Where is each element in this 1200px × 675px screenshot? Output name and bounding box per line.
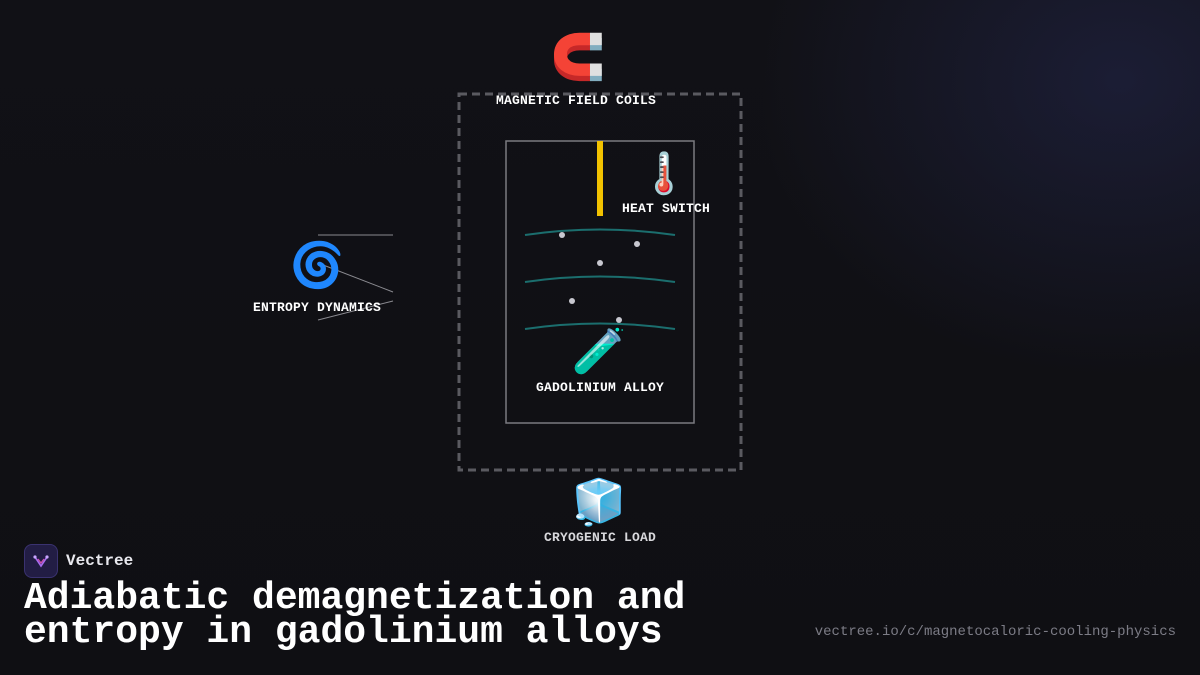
- heat-switch-label: HEAT SWITCH: [621, 201, 711, 216]
- brand-name: Vectree: [66, 552, 134, 570]
- alloy-label: GADOLINIUM ALLOY: [535, 380, 665, 395]
- brand: Vectree: [24, 544, 133, 578]
- magnet-label: MAGNETIC FIELD COILS: [495, 93, 657, 108]
- test-tube-icon: 🧪: [571, 326, 627, 377]
- cyclone-icon: 🌀: [289, 240, 345, 291]
- entropy-connector: [317, 262, 394, 293]
- heat-switch-bar: [597, 141, 603, 216]
- field-line: [524, 275, 676, 283]
- spin-particle: [559, 232, 565, 238]
- thermometer-icon: 🌡️: [639, 151, 689, 197]
- adiabatic-chamber: [457, 92, 743, 472]
- source-url[interactable]: vectree.io/c/magnetocaloric-cooling-phys…: [814, 624, 1176, 640]
- spin-particle: [616, 317, 622, 323]
- entropy-label: ENTROPY DYNAMICS: [252, 300, 382, 315]
- cryogenic-load-label: CRYOGENIC LOAD: [543, 530, 657, 545]
- spin-particle: [597, 260, 603, 266]
- spin-particle: [634, 241, 640, 247]
- vectree-logo-icon: [24, 544, 58, 578]
- magnet-icon: 🧲: [550, 32, 606, 83]
- field-line: [524, 228, 676, 236]
- ice-cube-icon: 🧊: [571, 477, 627, 528]
- spin-particle: [569, 298, 575, 304]
- entropy-connector: [317, 300, 394, 321]
- field-line: [524, 322, 676, 330]
- page-title: Adiabatic demagnetization and entropy in…: [24, 577, 686, 654]
